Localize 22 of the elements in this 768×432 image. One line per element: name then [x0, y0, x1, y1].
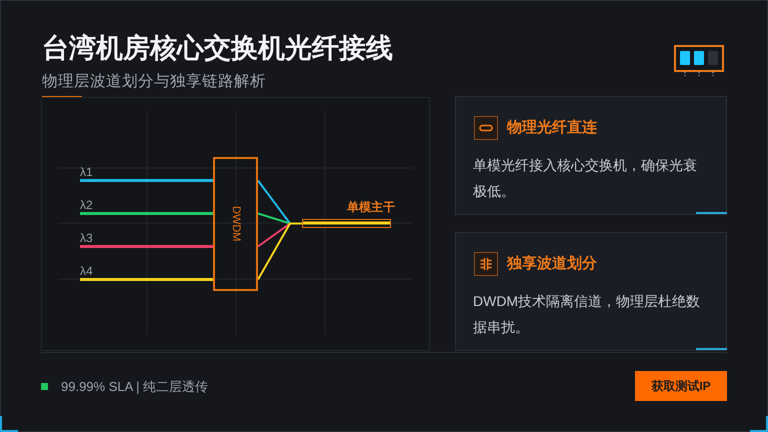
- fiber-line: [80, 245, 213, 248]
- card-text: DWDM技术隔离信道，物理层杜绝数据串扰。: [473, 292, 702, 337]
- fiber-line: [80, 212, 213, 215]
- fiber-line: [80, 179, 213, 182]
- wavelength-label: λ2: [80, 198, 93, 212]
- card-heading: 独享波道划分: [507, 254, 597, 274]
- fiber-line: [257, 222, 302, 280]
- card-heading: 物理光纤直连: [507, 118, 597, 138]
- wavelength-label: λ3: [80, 231, 93, 245]
- subtitle: 物理层波道划分与独享链路解析: [42, 72, 266, 92]
- page-title: 台湾机房核心交换机光纤接线: [42, 32, 393, 65]
- multiplexer-label: DWDM: [229, 206, 242, 242]
- fiber-line: [80, 278, 213, 281]
- feature-card: [455, 232, 727, 351]
- card-text: 单模光纤接入核心交换机，确保光衰极低。: [473, 156, 698, 201]
- trunk-label: 单模主干: [347, 200, 395, 214]
- feature-card: [455, 96, 727, 215]
- wavelength-label: λ4: [80, 264, 93, 278]
- cta-button: 获取测试IP: [635, 371, 727, 401]
- status-note: 99.99% SLA | 纯二层透传: [61, 379, 208, 395]
- wavelength-label: λ1: [80, 165, 93, 179]
- multiplexer-box: [213, 157, 258, 291]
